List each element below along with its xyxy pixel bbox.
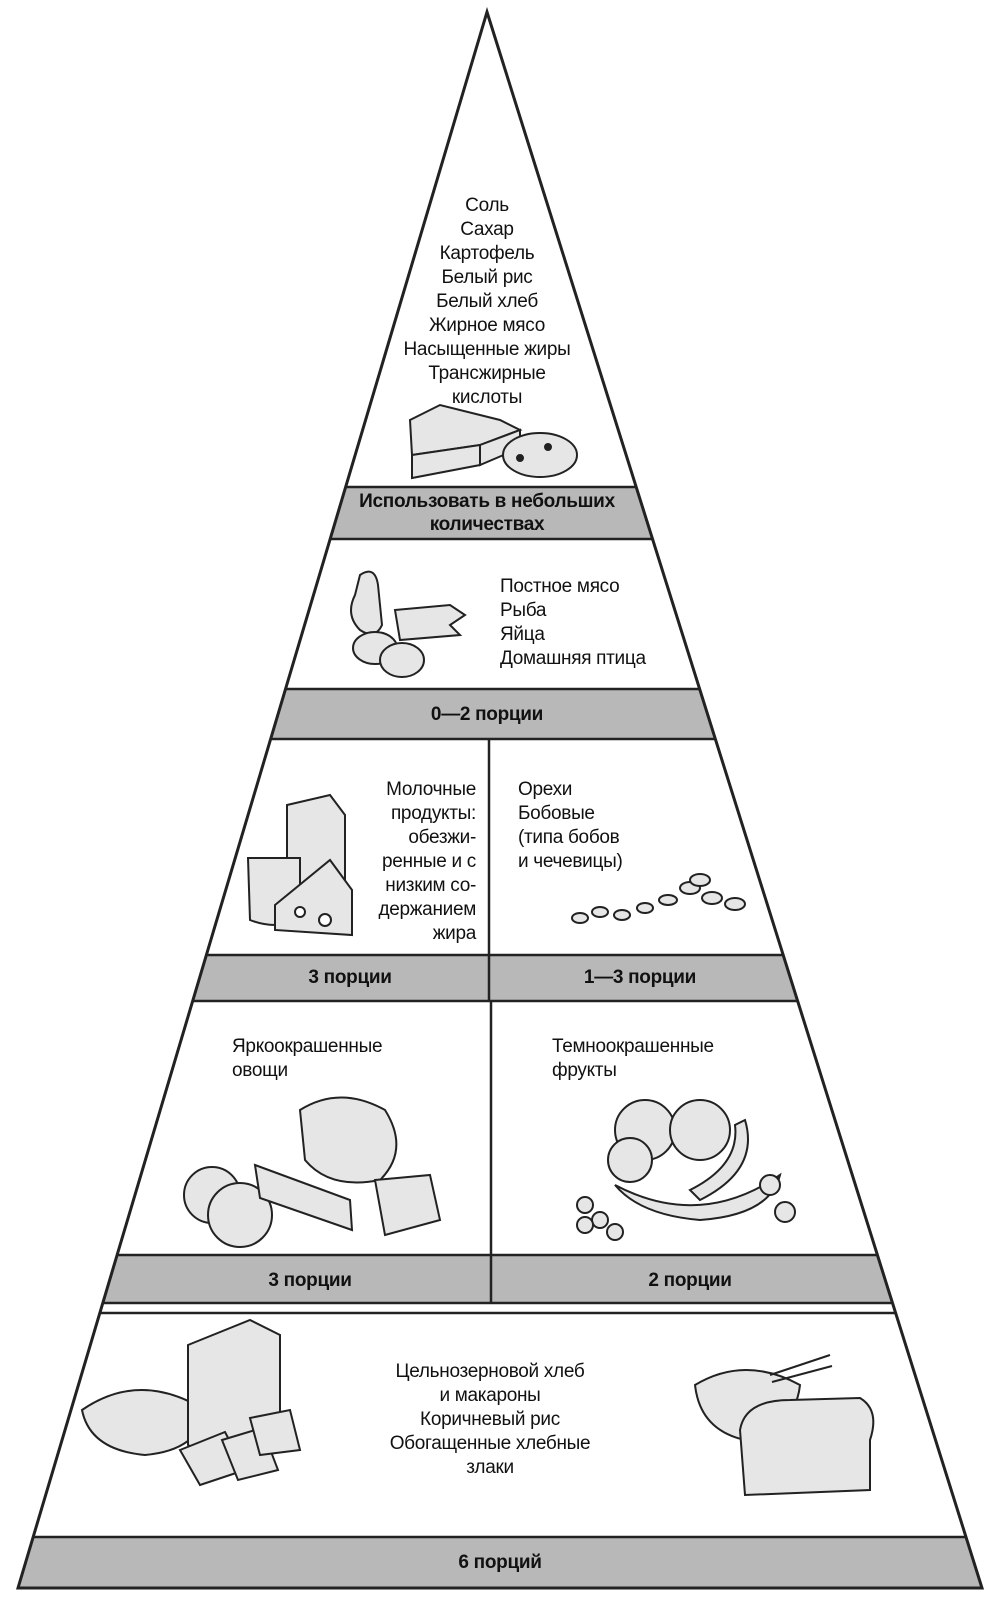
dairy-band-label: 3 порции (308, 967, 392, 988)
top-item-list: Соль Сахар Картофель Белый рис Белый хле… (387, 194, 587, 410)
fruits-band-label: 2 порции (648, 1270, 732, 1291)
band-dairy-nuts (18, 955, 982, 1001)
top-item-white-bread: Белый хлеб (436, 291, 538, 312)
dairy-line-4: ренные и с (381, 851, 476, 872)
grains-line-3: Коричневый рис (420, 1409, 560, 1430)
bowl-bread-icon (693, 1354, 875, 1497)
vegetables-band-label: 3 порции (268, 1270, 352, 1291)
cereal-crackers-icon (80, 1318, 302, 1487)
dairy-products-icon (246, 793, 353, 937)
top-item-white-rice: Белый рис (441, 267, 533, 288)
nuts-line-1: Орехи (518, 779, 573, 800)
protein-item-eggs: Яйца (500, 624, 545, 645)
dairy-line-2: продукты: (390, 803, 476, 824)
nuts-line-4: и чечевицы) (518, 851, 623, 872)
fruits-text: Темноокрашенные фрукты (552, 1035, 772, 1083)
fruits-line-2: фрукты (552, 1060, 617, 1081)
grains-line-5: злаки (466, 1457, 514, 1478)
top-band-label: Использовать в небольших количествах (337, 490, 637, 536)
top-item-saturated-fats: Насыщенные жиры (403, 339, 571, 360)
beans-icon (571, 873, 746, 924)
protein-item-poultry: Домашняя птица (500, 648, 646, 669)
meat-fish-eggs-icon (350, 570, 467, 678)
dairy-line-1: Молочные (386, 779, 476, 800)
protein-item-fish: Рыба (500, 600, 547, 621)
top-item-potato: Картофель (439, 243, 535, 264)
nuts-line-2: Бобовые (518, 803, 595, 824)
cake-potato-icon (408, 403, 578, 480)
fruits-icon (576, 1099, 796, 1241)
top-band-line-2: количествах (429, 514, 545, 535)
top-item-trans: Трансжирные (428, 363, 546, 384)
top-band-line-1: Использовать в небольших (359, 491, 615, 512)
top-item-acids: кислоты (451, 387, 523, 408)
protein-item-lean-meat: Постное мясо (500, 576, 620, 597)
dairy-line-5: низким со- (385, 875, 476, 896)
dairy-line-6: держанием (378, 899, 476, 920)
vegetables-line-1: Яркоокрашенные (232, 1036, 383, 1057)
top-item-sugar: Сахар (460, 219, 514, 240)
fruits-line-1: Темноокрашенные (552, 1036, 714, 1057)
nuts-band-label: 1—3 порции (583, 967, 697, 988)
grains-line-1: Цельнозерновой хлеб (395, 1361, 585, 1382)
grains-band-label: 6 порций (458, 1552, 542, 1573)
dairy-line-7: жира (432, 923, 477, 944)
protein-item-list: Постное мясо Рыба Яйца Домашняя птица (500, 575, 700, 671)
dairy-line-3: обезжи- (408, 827, 476, 848)
vegetables-text: Яркоокрашенные овощи (232, 1035, 452, 1083)
nuts-text: Орехи Бобовые (типа бобов и чечевицы) (518, 778, 698, 874)
nuts-line-3: (типа бобов (518, 827, 620, 848)
protein-band-label: 0—2 порции (430, 704, 544, 725)
grains-line-4: Обогащенные хлебные (389, 1433, 591, 1454)
band-veg-fruit (18, 1255, 982, 1303)
pyramid-outline (15, 6, 985, 1590)
grains-line-2: и макароны (439, 1385, 541, 1406)
vegetables-icon (183, 1096, 442, 1248)
top-item-salt: Соль (465, 195, 509, 216)
dairy-text: Молочные продукты: обезжи- ренные и с ни… (340, 778, 476, 946)
band-grains (18, 1537, 982, 1588)
grains-text: Цельнозерновой хлеб и макароны Коричневы… (340, 1360, 640, 1480)
vegetables-line-2: овощи (232, 1060, 288, 1081)
top-item-fatty-meat: Жирное мясо (429, 315, 545, 336)
